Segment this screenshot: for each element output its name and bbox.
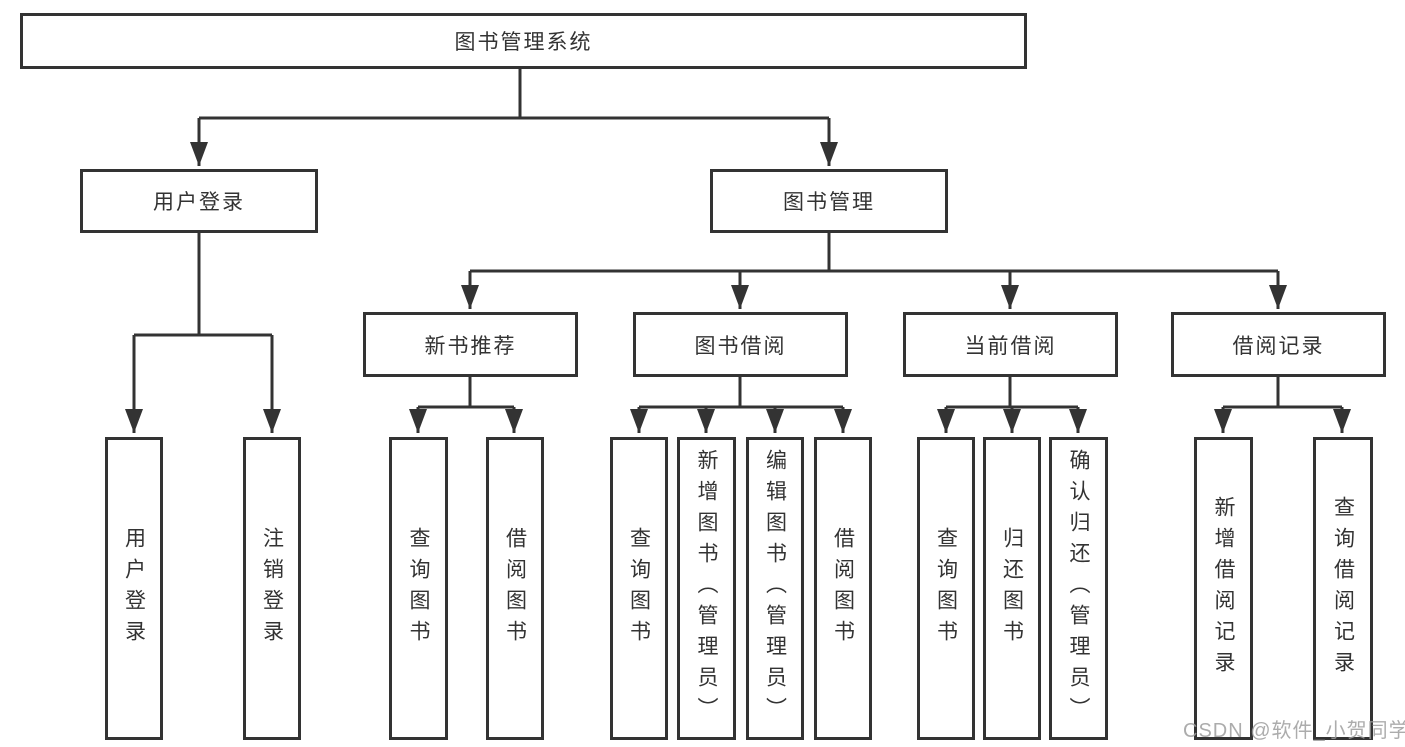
leaf-user-login: 用户登录 <box>105 437 163 740</box>
leaf-logout: 注销登录 <box>243 437 301 740</box>
leaf-cb-return-books: 归还图书 <box>983 437 1041 740</box>
leaf-br-query-borrow-record: 查询借阅记录 <box>1313 437 1373 740</box>
leaf-nbr-borrow-books: 借阅图书 <box>486 437 544 740</box>
leaf-cb-confirm-return-admin: 确认归还（管理员） <box>1049 437 1108 740</box>
csdn-watermark: CSDN @软件_小贺同学 <box>1183 720 1405 742</box>
leaf-bb-edit-books-admin: 编辑图书（管理员） <box>746 437 804 740</box>
leaf-bb-borrow-books: 借阅图书 <box>814 437 872 740</box>
node-new-book-recommendation: 新书推荐 <box>363 312 578 377</box>
node-book-management: 图书管理 <box>710 169 948 233</box>
leaf-br-add-borrow-record: 新增借阅记录 <box>1194 437 1253 740</box>
leaf-bb-add-books-admin: 新增图书（管理员） <box>677 437 736 740</box>
leaf-nbr-query-books: 查询图书 <box>389 437 448 740</box>
node-current-borrowing: 当前借阅 <box>903 312 1118 377</box>
node-borrowing-records: 借阅记录 <box>1171 312 1386 377</box>
node-book-borrowing: 图书借阅 <box>633 312 848 377</box>
node-library-system: 图书管理系统 <box>20 13 1027 69</box>
leaf-cb-query-books: 查询图书 <box>917 437 975 740</box>
leaf-bb-query-books: 查询图书 <box>610 437 668 740</box>
node-user-login: 用户登录 <box>80 169 318 233</box>
